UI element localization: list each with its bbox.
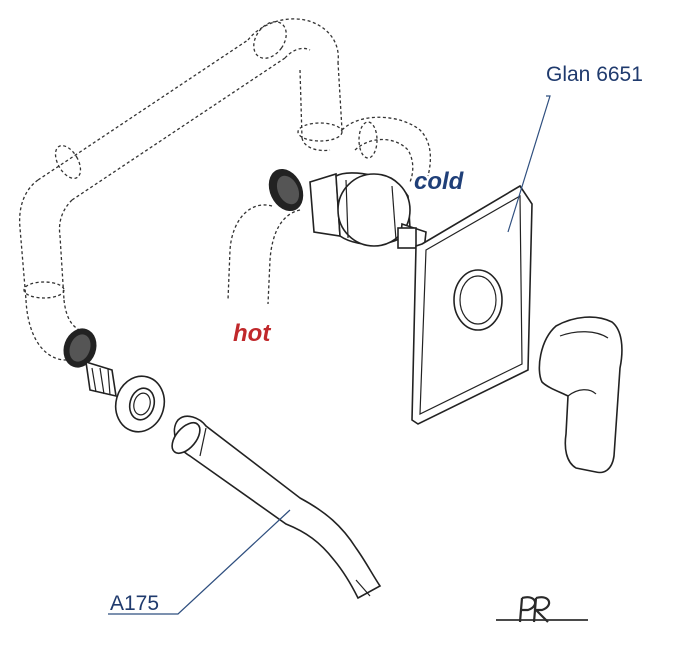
lever-handle [538, 316, 623, 474]
hot-label: hot [233, 320, 271, 347]
spout [171, 415, 382, 600]
cold-label: cold [414, 168, 464, 195]
leader-glan [507, 95, 551, 233]
hot-inlet-fitting [268, 168, 304, 212]
model-label-a175: A175 [110, 592, 160, 615]
leader-a175 [108, 509, 291, 615]
dashed-pipes [18, 18, 432, 361]
model-label-glan: Glan 6651 [546, 63, 643, 86]
brand-logo [496, 596, 588, 623]
valve-cartridge [309, 172, 427, 251]
cover-plate [411, 184, 533, 425]
outlet-fitting [63, 328, 166, 433]
